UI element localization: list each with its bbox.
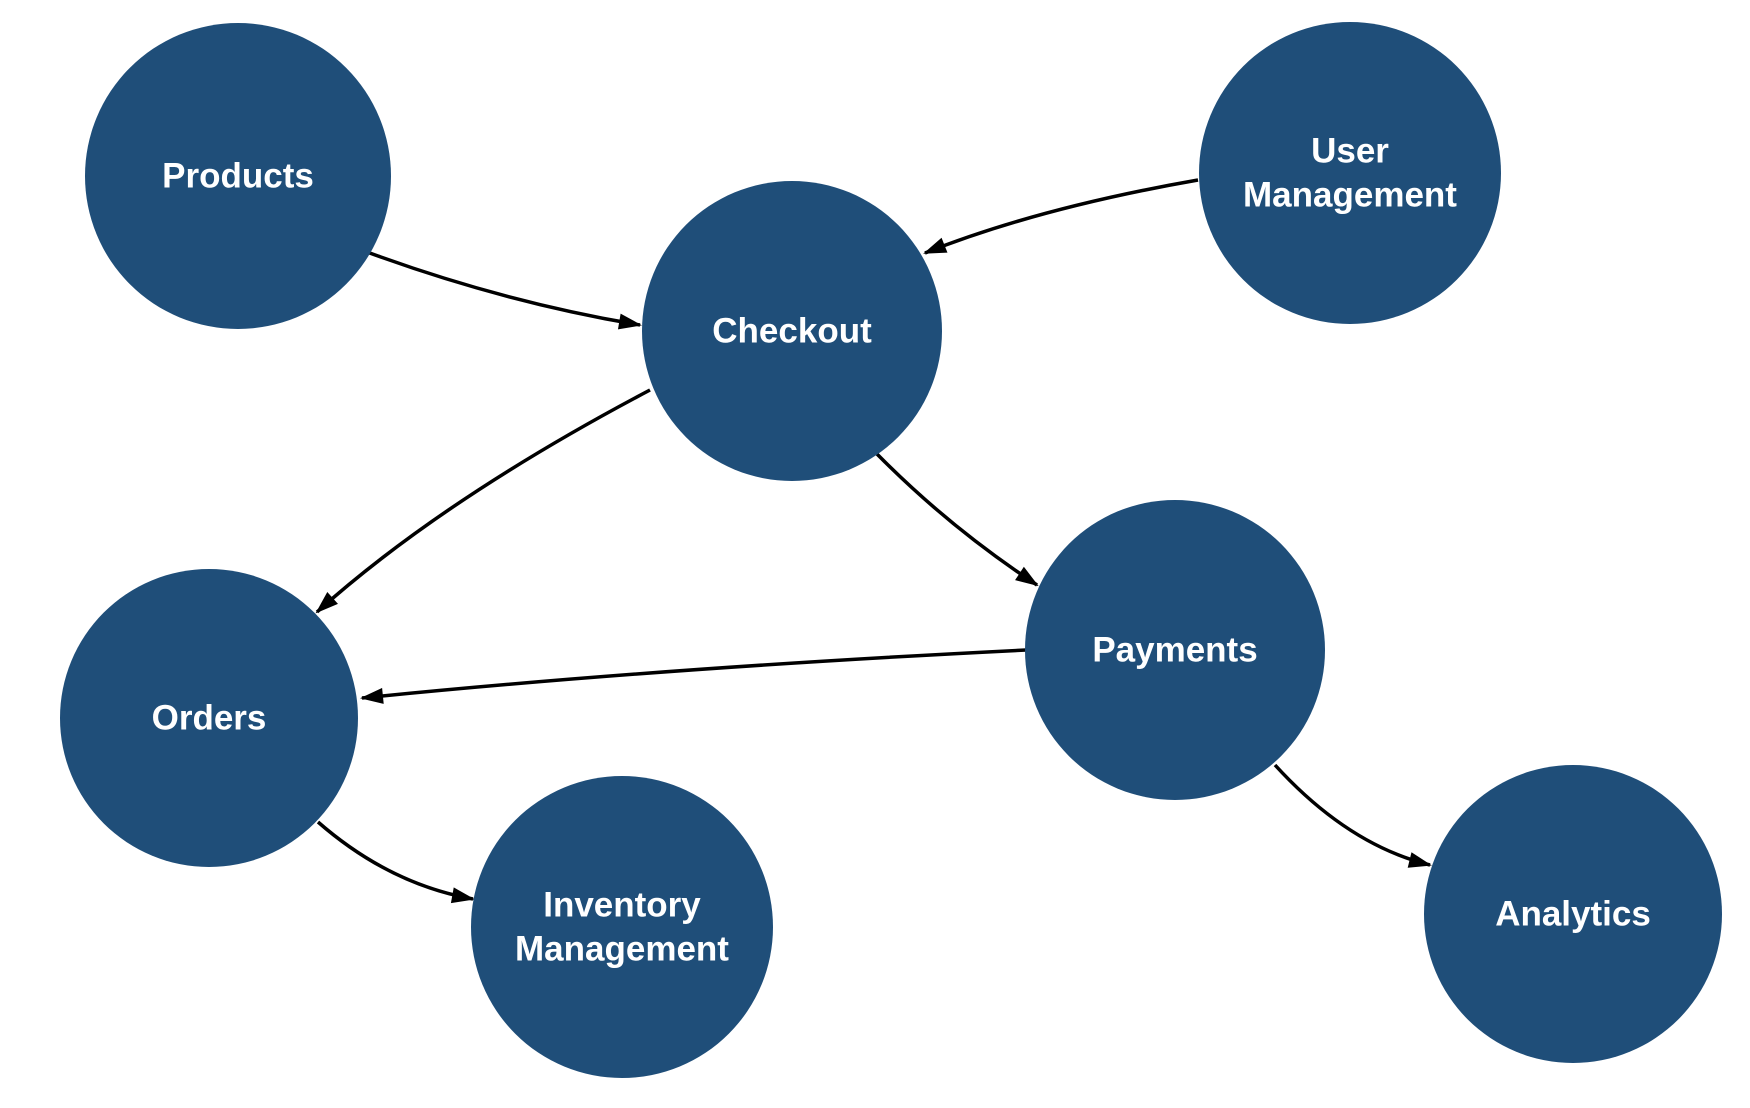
node-circle-analytics[interactable] [1424,765,1722,1063]
edge-checkout-to-payments [875,452,1039,587]
node-circle-orders[interactable] [60,569,358,867]
node-label-line: Analytics [1495,895,1651,934]
edge-payments-to-analytics [1273,763,1432,868]
node-circle-payments[interactable] [1025,500,1325,800]
node-label-line: Products [162,157,314,196]
node-label-products: Products [162,157,314,196]
node-label-checkout: Checkout [712,312,872,351]
edge-orders-to-inventory-management [316,820,475,904]
node-payments[interactable]: Payments [1025,500,1325,800]
node-label-payments: Payments [1092,631,1257,670]
node-products[interactable]: Products [85,23,391,329]
node-checkout[interactable]: Checkout [642,181,942,481]
node-label-line: Checkout [712,312,872,351]
node-circle-inventory-management[interactable] [471,776,773,1078]
node-label-line: Inventory [543,886,701,925]
edge-payments-to-orders [360,648,1027,704]
edges-layer [315,178,1432,904]
edge-user-management-to-checkout [923,178,1199,255]
node-label-line: Management [515,930,729,969]
node-circle-products[interactable] [85,23,391,329]
node-orders[interactable]: Orders [60,569,358,867]
node-label-line: Payments [1092,631,1257,670]
node-analytics[interactable]: Analytics [1424,765,1722,1063]
node-label-analytics: Analytics [1495,895,1651,934]
node-label-orders: Orders [152,699,267,738]
node-label-line: Orders [152,699,267,738]
edge-products-to-checkout [366,250,642,330]
node-label-line: Management [1243,176,1457,215]
edge-checkout-to-orders [315,388,651,614]
node-circle-checkout[interactable] [642,181,942,481]
node-circle-user-management[interactable] [1199,22,1501,324]
node-label-line: User [1311,132,1389,171]
